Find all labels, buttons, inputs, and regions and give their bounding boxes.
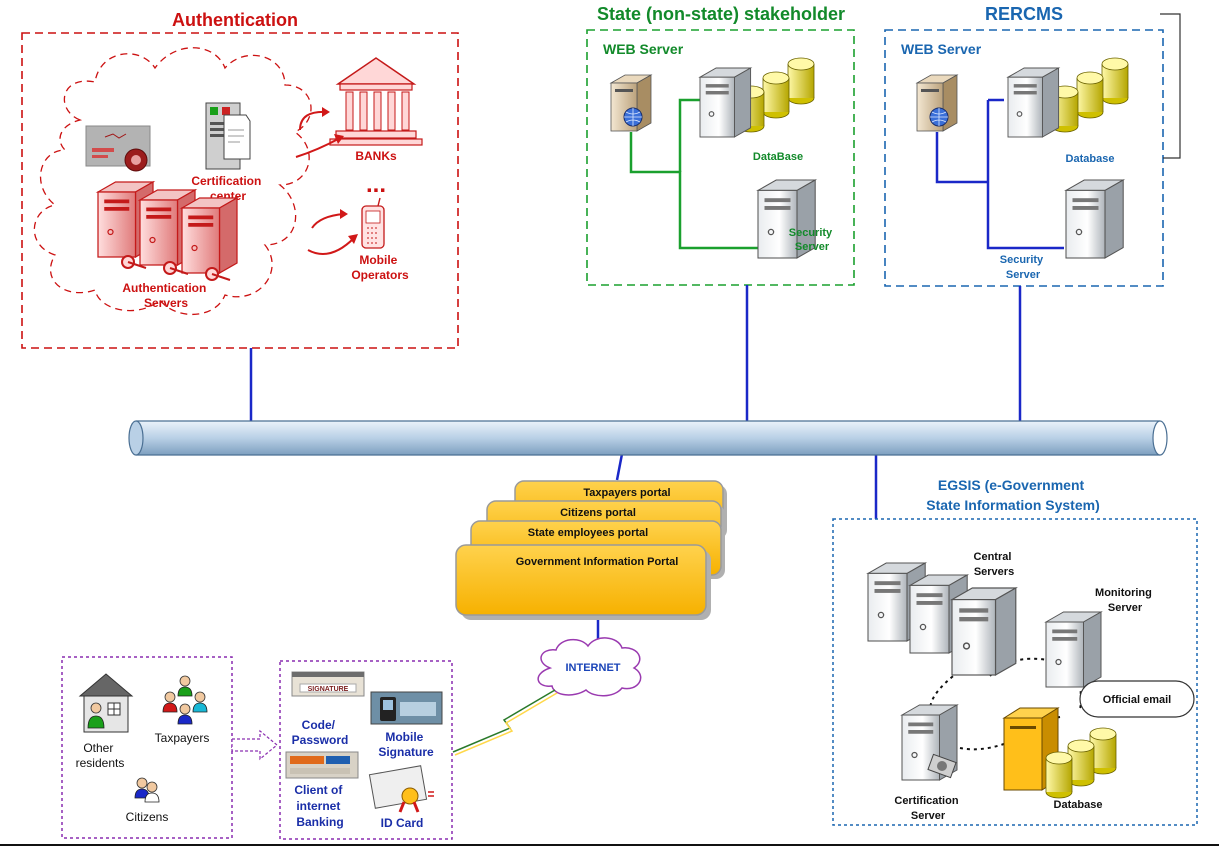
stakeholder-database-server-icon: [699, 67, 752, 138]
central-servers-label-1: Central: [974, 551, 1012, 563]
bank-card-icon: [285, 751, 359, 779]
monitoring-server-label-2: Server: [1108, 602, 1143, 614]
portal-taxpayers-label: Taxpayers portal: [583, 487, 670, 499]
stakeholder-web-server-icon: [610, 74, 652, 132]
portal-state-employees-label: State employees portal: [528, 527, 648, 539]
egsis-title-1: EGSIS (e-Government: [938, 477, 1085, 493]
svg-text:Other residents: Other residents: [76, 741, 125, 770]
rercms-security-label-2: Server: [1006, 269, 1041, 281]
other-residents-label-2: residents: [76, 756, 125, 770]
egsis-database-icon: [1002, 707, 1117, 799]
citizens-label: Citizens: [126, 810, 169, 824]
mobile-operators-label-1: Mobile: [359, 253, 397, 267]
internet-cloud: [537, 637, 642, 697]
authentication-servers-label-1: Authentication: [122, 281, 206, 295]
certification-center-icon: [205, 102, 251, 170]
svg-text:Code/ Password: Code/ Password: [292, 718, 349, 747]
svg-text:EGSIS (e-Government Stat: EGSIS (e-Government State Information Sy…: [926, 477, 1099, 513]
id-card-icon: [368, 765, 434, 813]
stakeholder-title: State (non-state) stakeholder: [597, 4, 845, 24]
ellipsis: ...: [366, 171, 386, 198]
internet-banking-label-3: Banking: [296, 815, 343, 829]
rercms-web-server-label: WEB Server: [901, 41, 982, 57]
monitoring-server-label-1: Monitoring: [1095, 587, 1152, 599]
internet-banking-label-2: internet: [296, 799, 340, 813]
authentication-panel: Authentication Certification center: [21, 10, 459, 349]
certification-server-label-1: Certification: [894, 795, 958, 807]
egsis-panel: EGSIS (e-Government State Information Sy…: [832, 477, 1198, 826]
mobile-operators-label-2: Operators: [351, 268, 409, 282]
bank-icon: [329, 57, 423, 146]
official-email-label: Official email: [1103, 694, 1171, 706]
rercms-links: [935, 98, 1064, 250]
trust-cloud: [33, 47, 312, 316]
egsis-database-label: Database: [1054, 799, 1103, 811]
portal-government-label: Government Information Portal: [516, 556, 679, 568]
svg-text:Mobile Signature: Mobile Signature: [378, 730, 434, 759]
certification-center-label-1: Certification: [191, 174, 261, 188]
certification-server-label-2: Server: [911, 810, 946, 822]
bank-link-arrows: [295, 107, 344, 158]
svg-text:Authentication Servers: Authentication Servers: [122, 281, 209, 310]
code-password-label-1: Code/: [302, 718, 336, 732]
bus-connectors: [249, 285, 1022, 646]
central-servers-label-2: Servers: [974, 566, 1014, 578]
smart-card-icon: [85, 125, 151, 172]
authentication-title: Authentication: [172, 10, 298, 30]
stakeholder-links: [629, 98, 758, 250]
portal-stack: [455, 480, 727, 620]
house-icon: [78, 673, 134, 733]
taxpayers-label: Taxpayers: [155, 731, 210, 745]
rercms-security-label-1: Security: [1000, 254, 1044, 266]
stakeholder-web-server-label: WEB Server: [603, 41, 684, 57]
users-to-methods-arrow: [231, 729, 278, 761]
authentication-servers-label-2: Servers: [144, 296, 188, 310]
egsis-title-2: State Information System): [926, 497, 1099, 513]
mobile-signature-label-2: Signature: [378, 745, 434, 759]
stakeholder-panel: State (non-state) stakeholder WEB Server…: [586, 4, 855, 286]
svg-text:Mobile Operators: Mobile Operators: [351, 253, 409, 282]
signature-card-text: SIGNATURE: [308, 686, 349, 693]
rercms-web-server-icon: [916, 74, 958, 132]
stakeholder-security-label-2: Server: [795, 241, 830, 253]
svg-text:Client of internet: Client of internet Banking: [294, 783, 345, 829]
svg-text:Central Servers: Central Servers: [974, 551, 1015, 578]
internet-banking-label-1: Client of: [294, 783, 343, 797]
mobile-signature-label-1: Mobile: [385, 730, 423, 744]
stakeholder-security-label-1: Security: [789, 227, 833, 239]
authentication-servers: [97, 181, 238, 281]
rercms-title: RERCMS: [985, 4, 1063, 24]
internet-link: [452, 689, 558, 756]
official-email-box: [1079, 680, 1195, 718]
svg-text:Security Server: Security Server: [789, 227, 835, 253]
rercms-database-label: Database: [1066, 153, 1115, 165]
rercms-database-server-icon: [1007, 67, 1060, 138]
certification-server-icon: [901, 704, 958, 781]
svg-text:Security Server: Security Server: [1000, 254, 1046, 281]
banks-label: BANKs: [355, 149, 397, 163]
central-servers-icon: [867, 562, 1017, 676]
code-password-label-2: Password: [292, 733, 349, 747]
rercms-database-icon: [1051, 57, 1129, 133]
id-card-label: ID Card: [381, 816, 424, 830]
rercms-security-server-icon: [1065, 179, 1124, 259]
rercms-panel: RERCMS WEB Server Database Security Serv…: [884, 4, 1181, 287]
citizens-icon: [134, 777, 160, 803]
mobile-signature-icon: [370, 691, 443, 725]
monitoring-server-icon: [1045, 611, 1102, 688]
mobile-phone-icon: [361, 197, 385, 249]
auth-methods-panel: SIGNATURE Code/ Password Mobile Signatur…: [279, 660, 453, 840]
users-panel: Other residents Taxpayers Citizens: [61, 656, 233, 839]
stakeholder-database-label: DataBase: [753, 151, 803, 163]
svg-text:Monitoring Server: Monitoring Server: [1095, 587, 1155, 614]
internet-label: INTERNET: [566, 662, 621, 674]
portal-citizens-label: Citizens portal: [560, 507, 636, 519]
signature-card-icon: SIGNATURE: [291, 671, 365, 697]
svg-text:Certification Server: Certification Server: [894, 795, 961, 822]
taxpayers-icon: [162, 675, 208, 725]
network-bus: [128, 420, 1168, 456]
mobile-link-arrows: [307, 209, 358, 255]
other-residents-label-1: Other: [83, 741, 113, 755]
